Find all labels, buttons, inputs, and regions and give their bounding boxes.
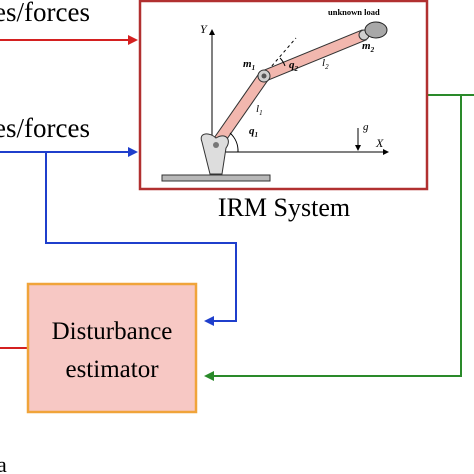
estimator-label-line1: Disturbance [52,318,173,345]
robot-arm-illustration: Y X g unknown load m1 m2 l1 l2 q1 [161,7,389,182]
base-plate [161,174,271,182]
corner-mark: a [0,452,7,474]
q1-label: q1 [249,125,258,139]
link2-label: l2 [322,57,329,71]
gravity-label: g [363,121,369,133]
joint2-center [261,73,267,79]
q2-arc [279,57,286,67]
estimator-label-line2: estimator [65,356,159,383]
link1-label: l1 [256,103,263,117]
top-input-label: es/forces [0,0,90,27]
mass1-label: m1 [243,58,255,72]
disturbance-estimator-box [26,282,198,414]
unknown-load [364,21,388,39]
y-axis-label: Y [200,22,208,36]
base-joint-center [213,142,219,148]
irm-system-title: IRM System [218,193,350,222]
base-joint [200,133,229,175]
green-feedback-to-estimator [204,95,462,381]
q2-label: q2 [289,59,299,73]
q1-arc [229,132,239,153]
unknown-load-label: unknown load [328,7,380,17]
mass2-label: m2 [362,40,375,54]
middle-input-label: es/forces [0,113,90,143]
blue-branch-to-estimator [45,152,237,326]
x-axis-label: X [375,136,384,150]
